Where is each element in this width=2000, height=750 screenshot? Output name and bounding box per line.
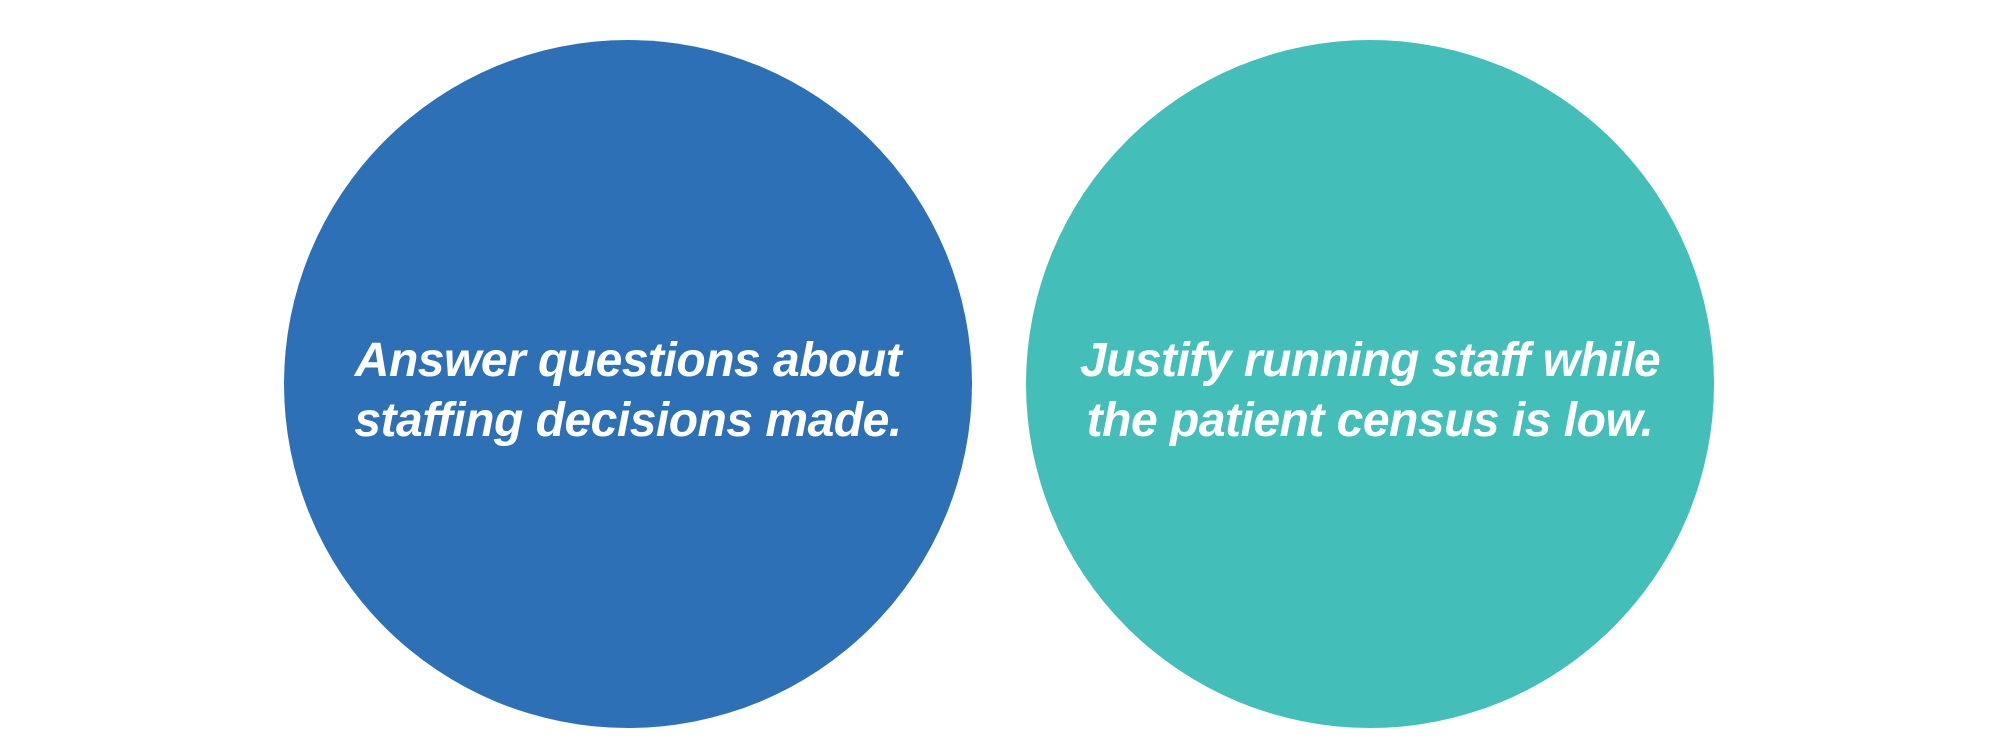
answer-questions-line-1: Answer questions about (354, 334, 902, 387)
justify-staff-line-2: the patient census is low. (1086, 394, 1654, 447)
answer-questions-circle-label: Answer questions about staffing decision… (354, 331, 902, 451)
justify-staff-circle-label: Justify running staff while the patient … (1079, 331, 1661, 451)
justify-staff-line-1: Justify running staff while (1079, 334, 1661, 387)
answer-questions-line-2: staffing decisions made. (354, 394, 902, 447)
justify-staff-circle: Justify running staff while the patient … (1026, 40, 1714, 728)
answer-questions-circle: Answer questions about staffing decision… (284, 40, 972, 728)
